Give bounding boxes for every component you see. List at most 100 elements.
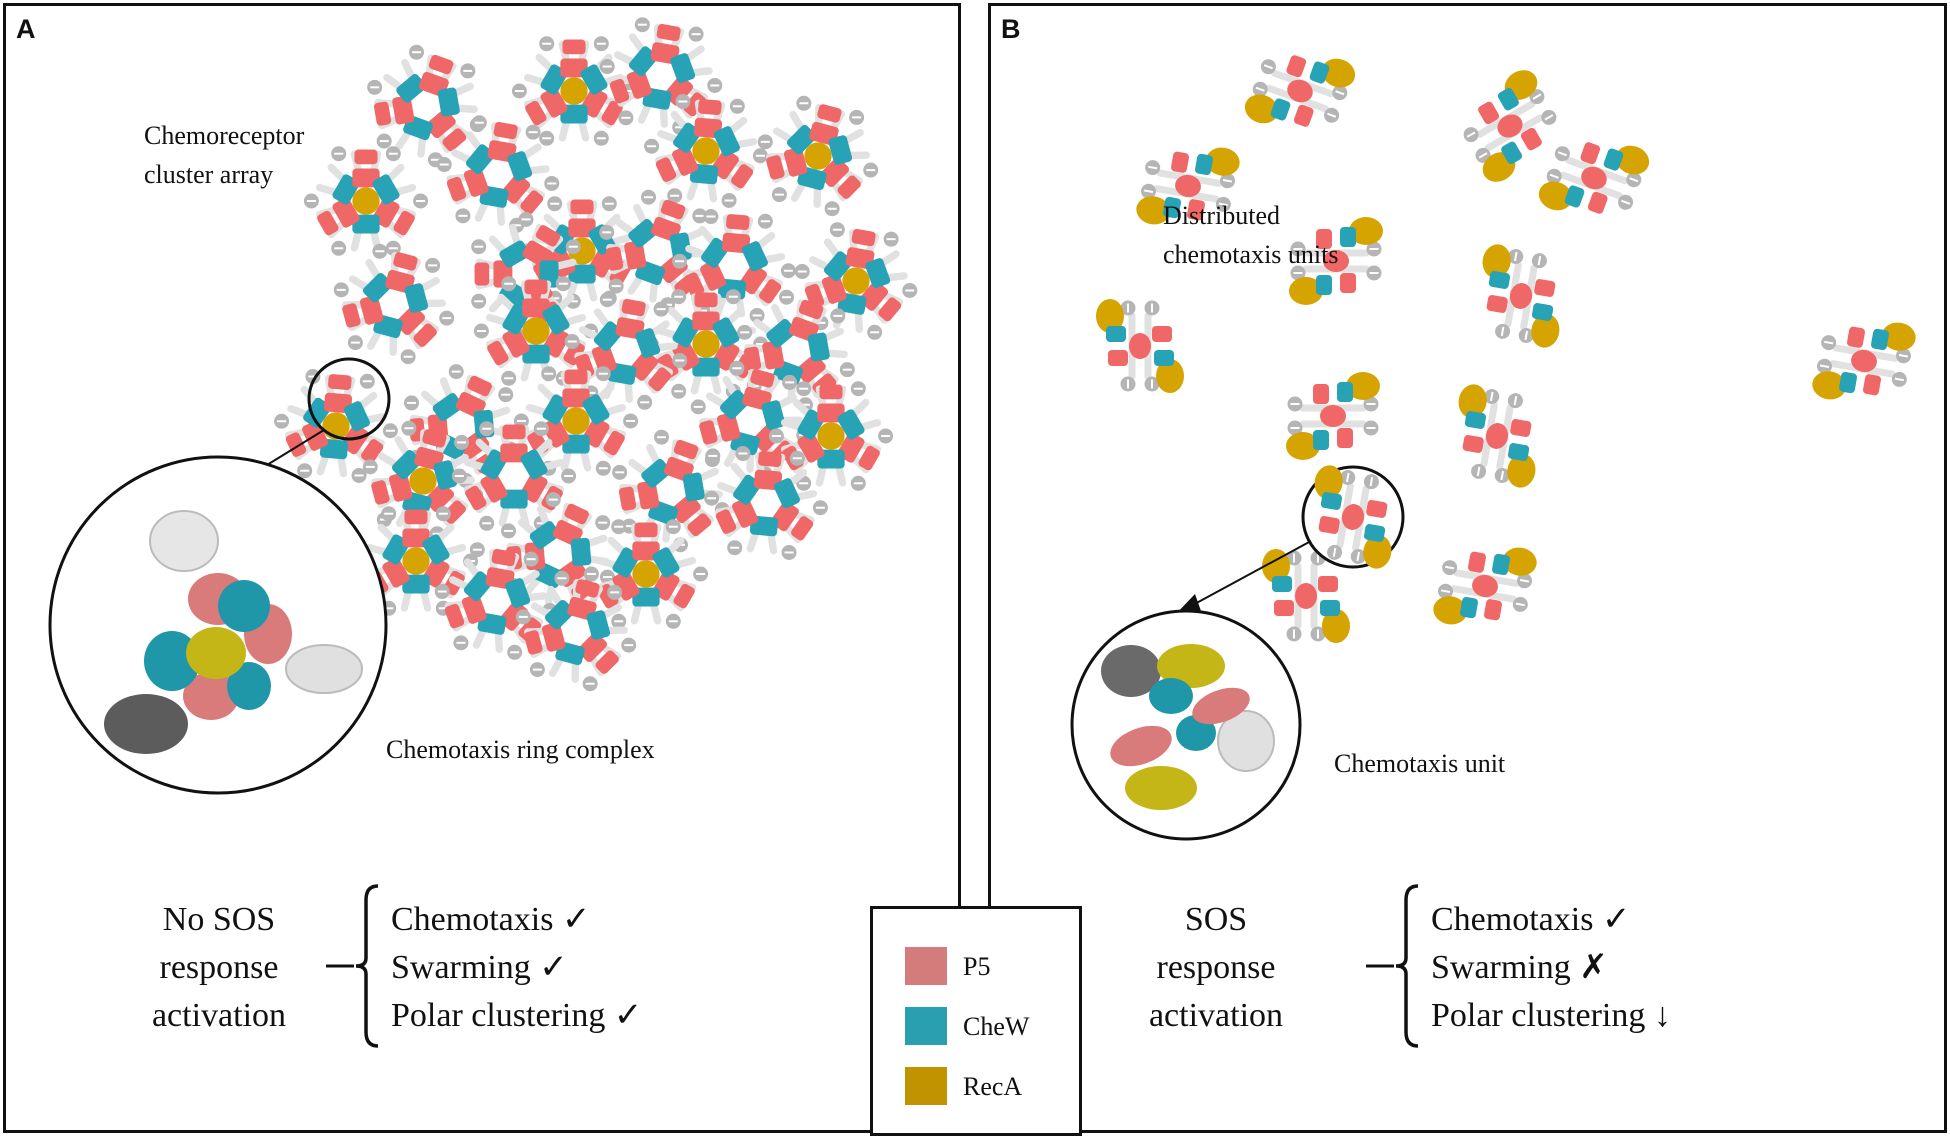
p5-domain [502, 424, 526, 440]
chew-protein [437, 87, 460, 117]
p5-domain [1484, 599, 1502, 621]
p5-domain [541, 622, 566, 652]
p5-domain [683, 92, 707, 117]
chew-protein [865, 258, 891, 289]
p5-domain [699, 420, 718, 445]
effect-polar-clustering: Polar clustering ↓ [1431, 997, 1671, 1034]
receptor-structure [149, 510, 219, 572]
receptor-dimer-mark [1629, 177, 1639, 183]
effect-polar-clustering: Polar clustering ✓ [391, 997, 643, 1034]
receptor-dimer-mark [1346, 472, 1350, 483]
chemotaxis-unit [1314, 465, 1392, 569]
reca-protein [1538, 181, 1573, 211]
p5-domain [422, 429, 447, 448]
units-label-line1: Distributed [1163, 201, 1280, 230]
reca-protein [1244, 94, 1279, 124]
p5-domain [858, 445, 880, 471]
chew-protein [433, 460, 458, 490]
p5-domain [1851, 349, 1877, 373]
chew-protein [733, 474, 762, 505]
chew-protein [362, 272, 393, 303]
p5-domain [626, 68, 652, 99]
reca-structure [186, 627, 246, 679]
chemotaxis-ring [515, 570, 637, 692]
p5-domain [474, 262, 490, 286]
p5-domain [817, 104, 842, 123]
chemotaxis-unit [1538, 142, 1650, 214]
chemotaxis-ring [704, 446, 828, 560]
p5-domain [442, 128, 467, 152]
reca-protein [1096, 299, 1124, 333]
chew-protein [1195, 153, 1213, 176]
chemotaxis-ring [303, 146, 429, 256]
p5-domain [716, 412, 741, 442]
p5-domain [1295, 583, 1317, 609]
chemotaxis-ring [583, 519, 709, 629]
p5-domain [694, 292, 718, 308]
chew-protein [673, 122, 702, 153]
state-line: response [159, 949, 279, 986]
p5-domain [564, 503, 589, 525]
p5-domain [656, 23, 681, 42]
chemotaxis-unit [1289, 217, 1383, 305]
chew-protein [719, 389, 750, 420]
chew-protein [1320, 492, 1343, 510]
p5-domain [1510, 419, 1532, 437]
p5-domain [393, 252, 418, 271]
p5-domain [762, 340, 785, 370]
p5-domain [601, 100, 623, 126]
chew-protein [1507, 443, 1530, 461]
p5-domain [797, 432, 825, 463]
state-line: No SOS [162, 901, 276, 938]
reca-protein [1286, 432, 1320, 460]
p5-domain [575, 579, 600, 598]
receptor-dimer-mark [1537, 256, 1542, 266]
reca-protein [402, 547, 430, 575]
p5-domain [637, 480, 660, 510]
chew-protein [652, 547, 680, 578]
receptor-dimer-mark [1222, 179, 1233, 183]
p5-domain [738, 264, 767, 295]
reca-protein [522, 317, 550, 345]
receptor-dimer-mark [1445, 565, 1455, 570]
p5-domain [487, 340, 509, 366]
reca-protein [1322, 609, 1350, 643]
p5-domain [624, 240, 647, 270]
legend-label: P5 [963, 952, 991, 981]
units-label-line2: chemotaxis units [1163, 240, 1339, 269]
reca-protein [1321, 58, 1356, 88]
chew-protein [712, 317, 740, 348]
p5-domain [446, 176, 467, 202]
p5-domain [1462, 435, 1484, 453]
chew-protein [1340, 227, 1356, 247]
p5-domain [758, 451, 782, 468]
p5-domain [655, 157, 677, 182]
p5-domain [382, 557, 410, 588]
p5-domain [1337, 428, 1353, 448]
legend: P5 CheW RecA [870, 906, 1082, 1136]
chew-protein [773, 478, 800, 509]
chemotaxis-unit [1812, 322, 1916, 400]
receptor-dimer-mark [1557, 151, 1567, 157]
reca-protein [1262, 549, 1290, 583]
reca-protein [692, 137, 720, 165]
chew-protein [396, 73, 427, 103]
p5-domain [373, 101, 392, 126]
reca-protein [632, 560, 660, 588]
p5-domain [393, 210, 415, 236]
p5-domain [1152, 326, 1172, 342]
legend-swatch-reca [905, 1067, 947, 1105]
chew-protein [641, 458, 672, 488]
reca-protein [1314, 465, 1343, 500]
p5-domain [1341, 504, 1365, 530]
chew-protein [1270, 98, 1291, 121]
chew-protein [682, 472, 705, 502]
p5-domain [1534, 279, 1556, 297]
chew-protein [1272, 576, 1292, 592]
panel-b: B Distributed chemotaxis units Chemotaxi… [988, 3, 1947, 1133]
p5-domain [459, 430, 490, 459]
chew-protein [837, 409, 865, 440]
chew-protein [1363, 524, 1386, 542]
chemotaxis-unit [1433, 547, 1537, 625]
receptor-dimer-mark [1335, 90, 1345, 96]
